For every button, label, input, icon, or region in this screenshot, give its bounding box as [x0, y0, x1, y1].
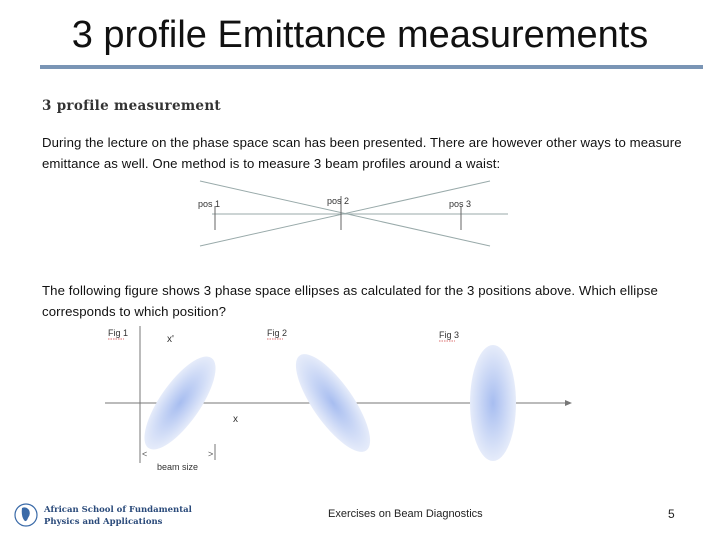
globe-icon: [14, 503, 38, 527]
x-axis-arrow-icon: [565, 400, 572, 406]
right-arrow-icon: >: [208, 449, 213, 459]
beam-size-label: beam size: [157, 462, 198, 472]
pos3-label: pos 3: [449, 199, 471, 209]
intro-paragraph: During the lecture on the phase space sc…: [42, 135, 682, 171]
fig2-label: Fig 2: [267, 328, 287, 338]
ellipse-fig2: [295, 354, 371, 452]
pos2-label: pos 2: [327, 196, 349, 206]
fig3-label: Fig 3: [439, 330, 459, 340]
title-divider: [40, 65, 703, 69]
section-heading: 3 profile measurement: [42, 98, 221, 114]
ellipse-fig1: [144, 356, 216, 450]
fig1-label: Fig 1: [108, 328, 128, 338]
phase-space-ellipses-figure: < > Fig 1 Fig 2 Fig 3 x' x beam size: [105, 326, 572, 472]
page-number: 5: [668, 507, 675, 521]
footer-title: Exercises on Beam Diagnostics: [328, 508, 483, 520]
left-arrow-icon: <: [142, 449, 147, 459]
pos1-label: pos 1: [198, 199, 220, 209]
asp-logo: [14, 503, 38, 527]
x-axis-label: x: [233, 414, 238, 425]
logo-text-line1: African School of Fundamental: [44, 505, 192, 515]
ellipse-fig3: [470, 345, 516, 461]
africa-map-icon: [21, 507, 30, 522]
logo-text-line2: Physics and Applications: [44, 517, 163, 527]
question-paragraph: The following figure shows 3 phase space…: [42, 283, 658, 319]
slide-title: 3 profile Emittance measurements: [71, 14, 649, 56]
y-axis-label: x': [167, 334, 174, 345]
beam-waist-diagram: pos 1 pos 2 pos 3: [190, 176, 520, 256]
